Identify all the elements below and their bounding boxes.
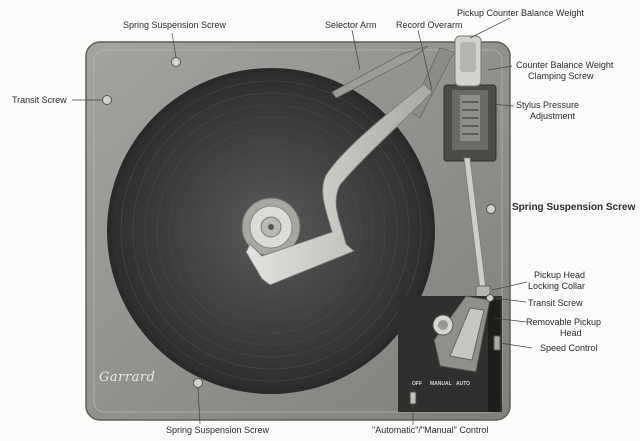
label-stylus-pressure-line2: Adjustment xyxy=(530,111,576,121)
spring-suspension-screw-bottom xyxy=(193,378,203,388)
label-record-overarm: Record Overarm xyxy=(396,20,463,30)
label-pickup-head-collar-line1: Pickup Head xyxy=(534,270,586,280)
label-removable-pickup-head-line1: Removable Pickup xyxy=(526,317,602,327)
label-selector-arm: Selector Arm xyxy=(325,20,377,30)
transit-screw-right xyxy=(486,294,494,302)
label-spring-suspension-screw-top: Spring Suspension Screw xyxy=(123,20,227,30)
screws xyxy=(102,57,496,388)
label-transit-screw-right: Transit Screw xyxy=(528,298,583,308)
label-spring-suspension-screw-bottom: Spring Suspension Screw xyxy=(166,425,270,435)
brand-logo: Garrard xyxy=(99,370,156,385)
label-spring-suspension-screw-right: Spring Suspension Screw xyxy=(512,202,636,213)
label-speed-control: Speed Control xyxy=(540,343,598,353)
control-manual-marking: MANUAL xyxy=(430,381,452,387)
label-counter-balance-clamp-line2: Clamping Screw xyxy=(528,71,594,81)
spring-suspension-screw-right xyxy=(486,204,496,214)
selector-arm xyxy=(245,83,433,286)
spindle-hub xyxy=(241,197,301,257)
label-transit-screw-left: Transit Screw xyxy=(12,95,67,105)
leader-lines xyxy=(72,17,533,425)
speed-control-knob xyxy=(493,335,501,351)
removable-pickup-head xyxy=(432,295,491,373)
label-pickup-head-collar-line2: Locking Collar xyxy=(528,281,586,291)
label-automatic-manual-control: "Automatic"/"Manual" Control xyxy=(372,425,489,435)
control-auto-marking: AUTO xyxy=(456,381,471,387)
transit-screw-left xyxy=(102,95,112,105)
label-removable-pickup-head-line2: Head xyxy=(560,328,582,338)
spring-suspension-screw-top xyxy=(171,57,181,67)
label-counter-balance-clamp-line1: Counter Balance Weight xyxy=(516,60,614,70)
label-stylus-pressure-line1: Stylus Pressure xyxy=(516,100,580,110)
pickup-arm-assembly xyxy=(443,35,497,299)
auto-manual-switch xyxy=(409,391,417,405)
control-off-marking: OFF xyxy=(412,381,422,387)
label-pickup-counter-balance-weight: Pickup Counter Balance Weight xyxy=(457,8,584,18)
